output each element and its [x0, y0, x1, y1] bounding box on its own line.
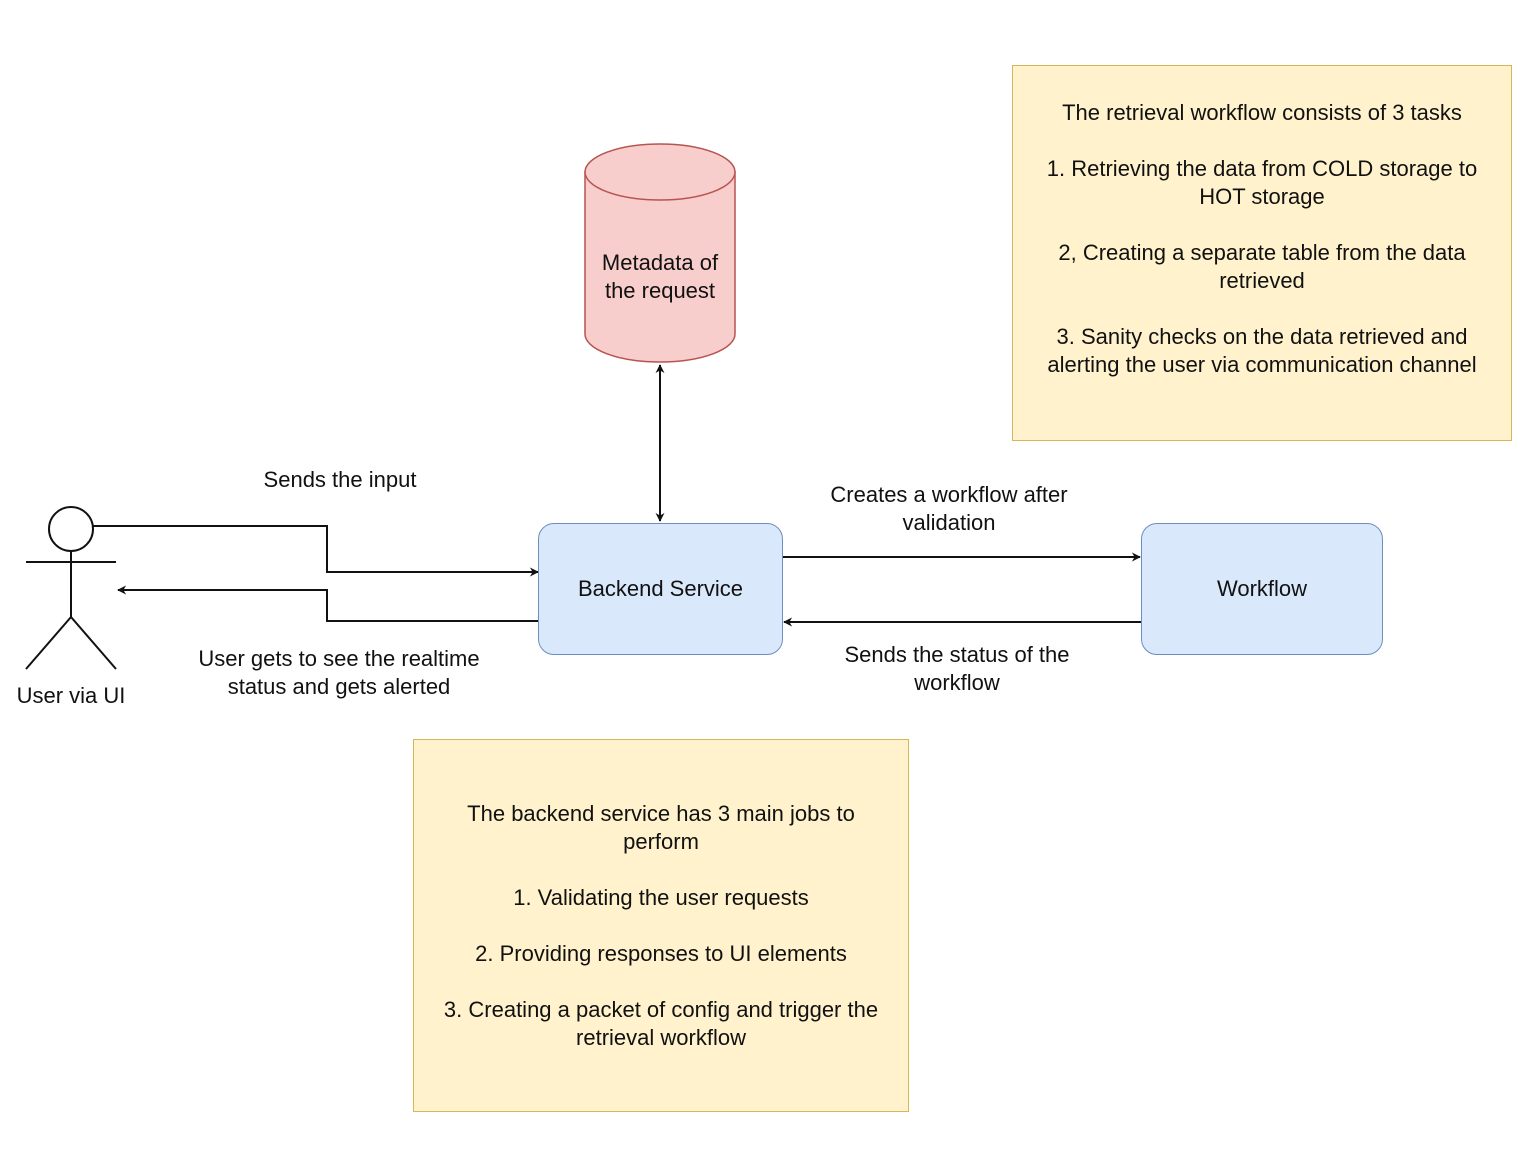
workflow-label: Workflow: [1216, 576, 1308, 601]
workflow-status-label-line2: workflow: [914, 670, 1000, 695]
workflow-note-item3-line2: alerting the user via communication chan…: [1047, 352, 1477, 377]
backend-jobs-note: The backend service has 3 main jobs to p…: [413, 739, 909, 1112]
backend-note-item1: 1. Validating the user requests: [513, 884, 809, 910]
creates-workflow-label-line1: Creates a workflow after: [830, 482, 1068, 507]
user-status-label: User gets to see the realtime status and…: [170, 645, 508, 701]
creates-workflow-label-line2: validation: [902, 510, 996, 535]
workflow-status-label: Sends the status of the workflow: [817, 641, 1097, 697]
backend-note-item2: 2. Providing responses to UI elements: [475, 940, 847, 966]
workflow-note-item2-line1: 2, Creating a separate table from the da…: [1058, 240, 1466, 265]
database-label-line2: the request: [604, 278, 716, 303]
workflow-status-label-line1: Sends the status of the: [844, 642, 1070, 667]
edge-sends-input: [93, 525, 539, 577]
workflow-note-item2-line2: retrieved: [1219, 268, 1305, 293]
user-status-label-line2: status and gets alerted: [227, 674, 451, 699]
backend-note-item3-line1: 3. Creating a packet of config and trigg…: [443, 996, 879, 1022]
database-label: Metadata of the request: [585, 249, 735, 305]
workflow-node[interactable]: Workflow: [1141, 523, 1383, 655]
workflow-tasks-note: The retrieval workflow consists of 3 tas…: [1012, 65, 1512, 441]
edge-user-status: [117, 585, 538, 622]
workflow-note-item3-line1: 3. Sanity checks on the data retrieved a…: [1056, 324, 1468, 349]
user-actor-label: User via UI: [16, 683, 126, 708]
user-status-label-line1: User gets to see the realtime: [198, 646, 480, 671]
backend-service-label: Backend Service: [577, 576, 744, 601]
backend-note-title-line1: The backend service has 3 main jobs to: [467, 800, 855, 826]
workflow-note-item1-line2: HOT storage: [1199, 184, 1325, 209]
backend-note-title-line2: perform: [623, 828, 699, 854]
user-actor-icon: [25, 506, 117, 670]
backend-service-node[interactable]: Backend Service: [538, 523, 783, 655]
creates-workflow-label: Creates a workflow after validation: [800, 481, 1098, 537]
database-label-line1: Metadata of: [601, 250, 719, 275]
workflow-note-item1-line1: 1. Retrieving the data from COLD storage…: [1046, 156, 1478, 181]
backend-note-item3-line2: retrieval workflow: [576, 1024, 746, 1050]
metadata-database-icon: [584, 143, 736, 363]
workflow-note-title: The retrieval workflow consists of 3 tas…: [1062, 100, 1462, 125]
sends-input-label: Sends the input: [263, 467, 417, 492]
